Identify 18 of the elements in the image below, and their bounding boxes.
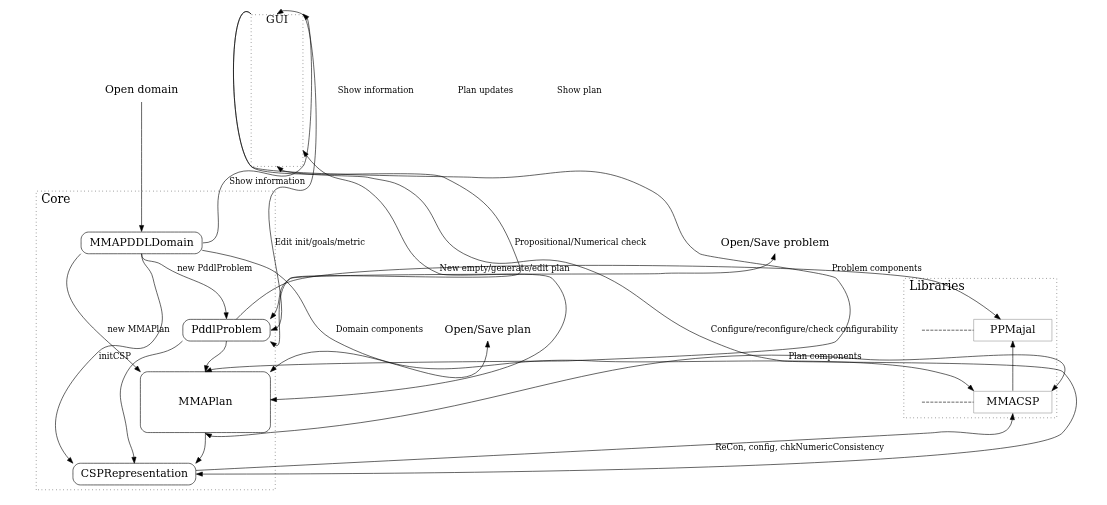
edge-label: Configure/reconfigure/check configurability — [710, 324, 898, 335]
edge-label: Propositional/Numerical check — [513, 237, 646, 248]
edge-label: Domain components — [335, 324, 423, 335]
node-text: Open/Save problem — [720, 235, 829, 249]
label: Show plan — [556, 84, 602, 95]
node-text: Open domain — [104, 83, 178, 97]
edge-label: initCSP — [98, 350, 131, 361]
edge-label: new PddlProblem — [176, 263, 252, 274]
edge-label: Plan components — [787, 350, 862, 361]
label: Plan updates — [457, 84, 513, 95]
edge-label: Problem components — [831, 263, 922, 274]
edge-label: Show information — [228, 176, 305, 187]
edge-label: new MMAPlan — [106, 324, 170, 335]
node-text: Open/Save plan — [444, 322, 531, 336]
edge-label: Edit init/goals/metric — [274, 237, 365, 248]
label: Show information — [337, 84, 414, 95]
edge-label: New empty/generate/edit plan — [439, 263, 570, 274]
edge-label: ReCon, config, chkNumericConsistency — [714, 442, 884, 453]
